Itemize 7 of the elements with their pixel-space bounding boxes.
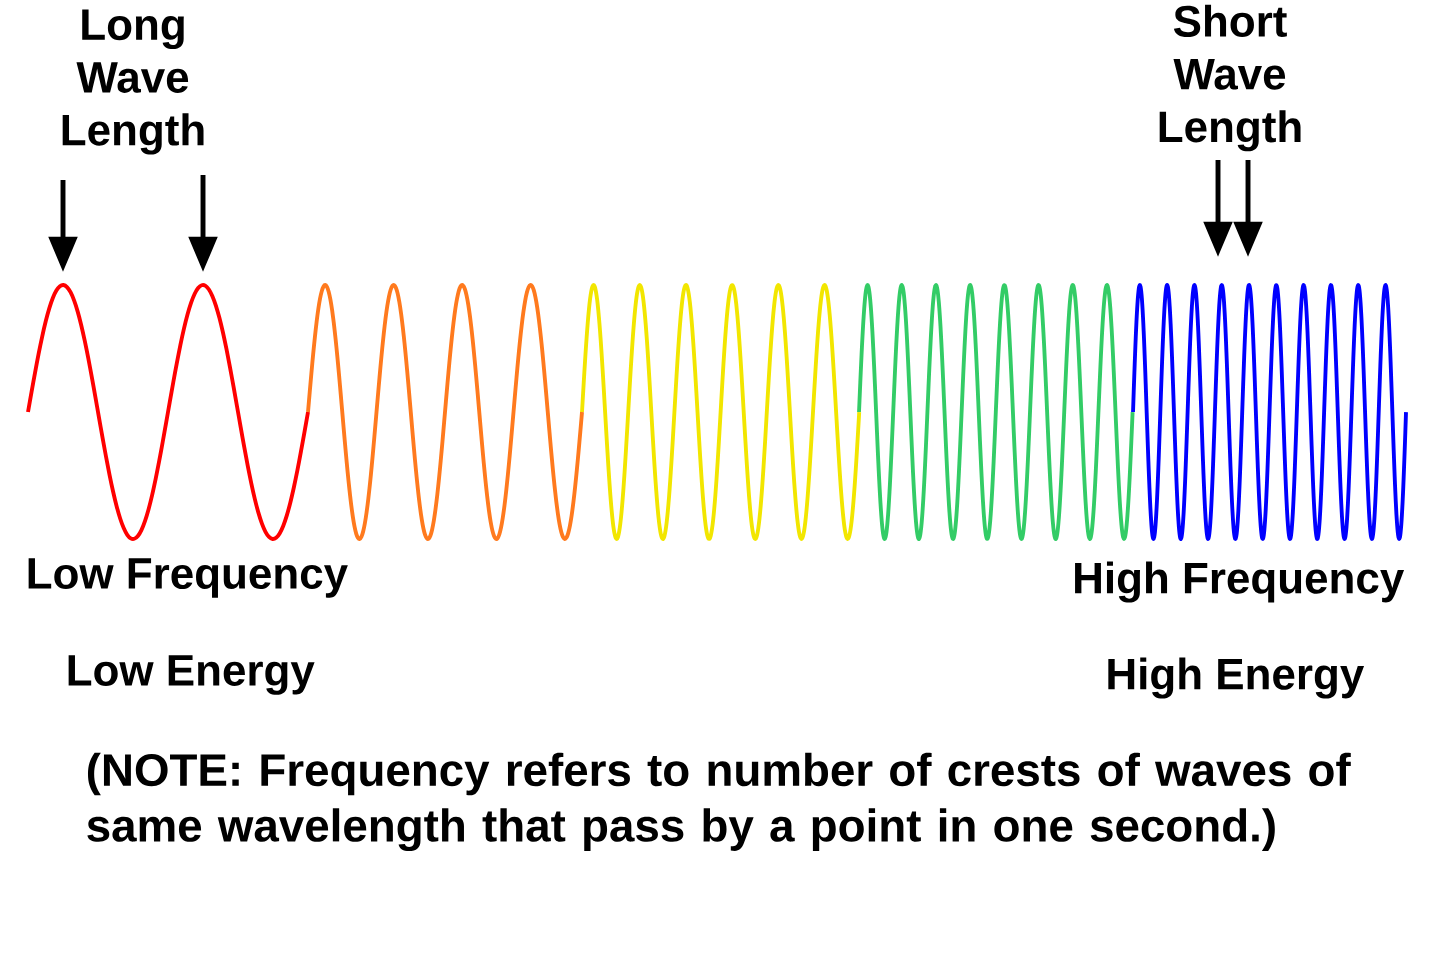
label: Long Wave Length (62, 9, 204, 155)
label: High Energy (1108, 657, 1365, 699)
label: Low Energy (68, 655, 315, 695)
note: (NOTE: Frequency refers to number of crests of waves of same wavelength that pass by a point in one second.) (87, 752, 1351, 852)
label: High Frequency (1075, 561, 1405, 603)
label: Low Frequency (28, 558, 348, 598)
label: Short Wave Length (1159, 4, 1301, 152)
